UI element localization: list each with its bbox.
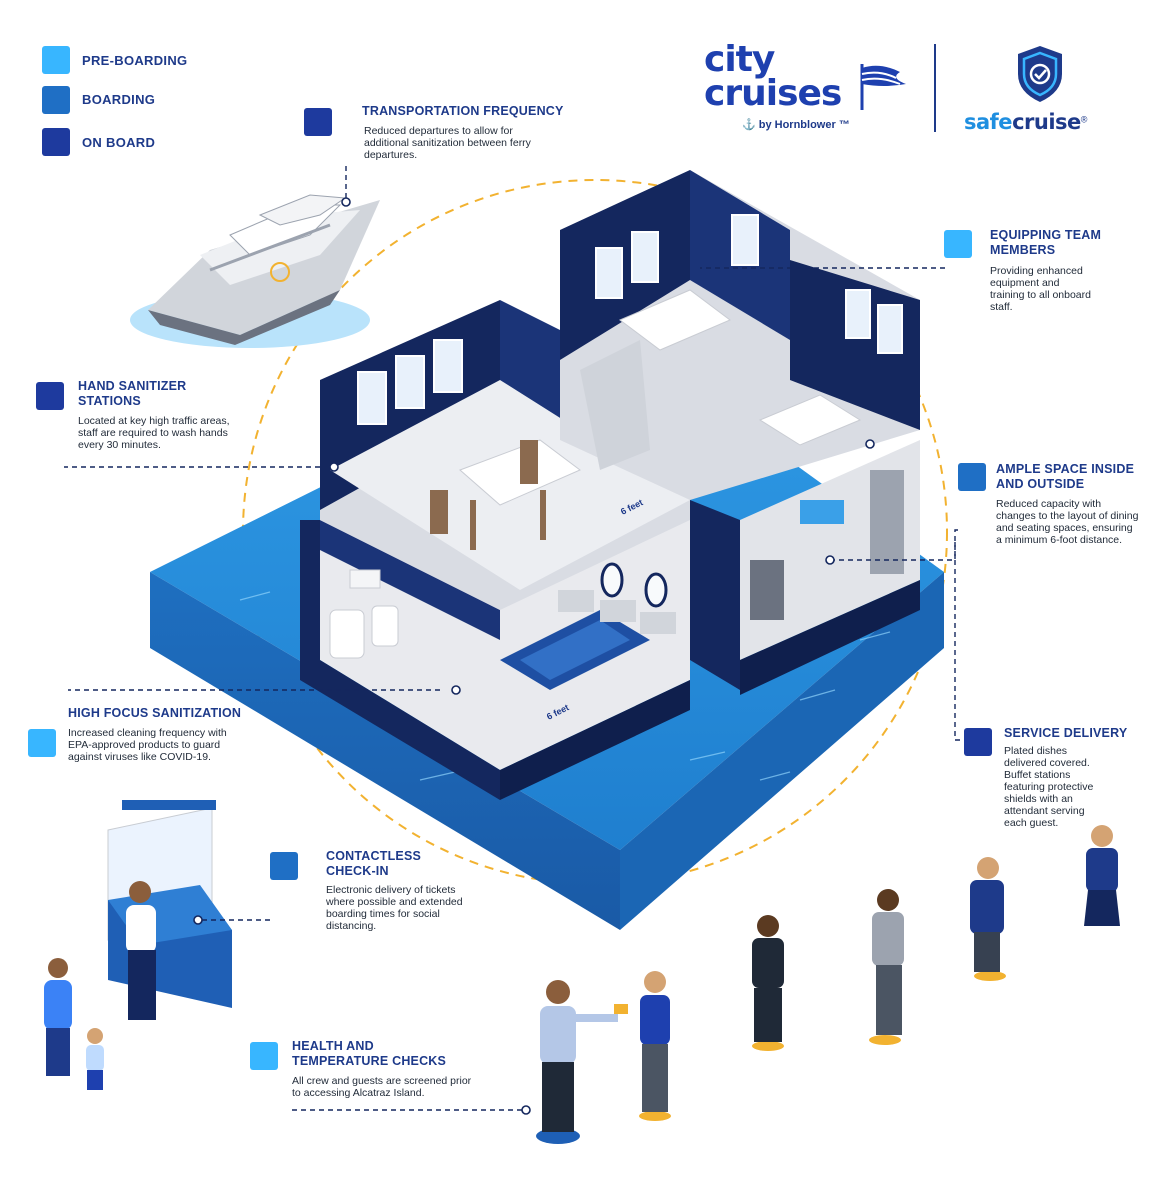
ship — [130, 194, 380, 348]
high-focus-desc: Increased cleaning frequency with EPA-ap… — [68, 727, 227, 763]
contactless-title: CONTACTLESS CHECK-IN — [326, 849, 422, 878]
transportation-title: TRANSPORTATION FREQUENCY — [362, 104, 564, 118]
person-parent — [44, 958, 72, 1076]
ample-space-title: AMPLE SPACE INSIDE AND OUTSIDE — [996, 462, 1135, 491]
logo-byline: ⚓ by Hornblower ™ — [742, 119, 850, 131]
legend-swatch-boarding — [42, 86, 70, 114]
upper-room — [560, 170, 920, 500]
hand-sanitizer-desc: Located at key high traffic areas, staff… — [78, 415, 230, 451]
equipping-title: EQUIPPING TEAM MEMBERS — [990, 228, 1102, 257]
logo-divider — [934, 44, 936, 132]
logo-safecruise-text: safecruise® — [964, 110, 1087, 134]
ample-space-desc: Reduced capacity with changes to the lay… — [996, 498, 1139, 546]
equipping-swatch — [944, 230, 972, 258]
logo-safe-word: safe — [964, 110, 1013, 134]
hand-sanitizer-title: HAND SANITIZER STATIONS — [78, 379, 187, 408]
person-screener — [536, 980, 628, 1144]
check-in-booth — [107, 800, 232, 1020]
kitchen — [690, 440, 920, 695]
health-title: HEALTH AND TEMPERATURE CHECKS — [292, 1039, 447, 1068]
legend-swatch-pre-boarding — [42, 46, 70, 74]
legend-label-pre-boarding: PRE-BOARDING — [82, 53, 188, 68]
person-guest-4 — [970, 857, 1006, 981]
logo-cruise-word: cruise — [1012, 110, 1081, 134]
legend-swatch-on-board — [42, 128, 70, 156]
registered-mark: ® — [1080, 114, 1088, 125]
health-swatch — [250, 1042, 278, 1070]
hand-sanitizer-swatch — [36, 382, 64, 410]
transportation-swatch — [304, 108, 332, 136]
logo-city-word: city — [704, 39, 775, 80]
contactless-desc: Electronic delivery of tickets where pos… — [326, 884, 463, 932]
leader-lines — [64, 166, 960, 1111]
service-delivery-desc: Plated dishes delivered covered. Buffet … — [1004, 745, 1094, 829]
flag-icon — [860, 64, 906, 110]
person-guest-5 — [1084, 825, 1120, 926]
contactless-swatch — [270, 852, 298, 880]
ample-space-swatch — [958, 463, 986, 491]
high-focus-title: HIGH FOCUS SANITIZATION — [68, 706, 242, 720]
transportation-desc: Reduced departures to allow for addition… — [364, 125, 531, 161]
legend-label-on-board: ON BOARD — [82, 135, 156, 150]
person-guest-1 — [639, 971, 671, 1121]
shield-check-icon — [1018, 46, 1062, 102]
queue-people — [44, 825, 1120, 1144]
health-desc: All crew and guests are screened prior t… — [292, 1075, 472, 1099]
person-guest-3 — [869, 889, 904, 1045]
legend-label-boarding: BOARDING — [82, 92, 156, 107]
lower-deck — [300, 520, 690, 800]
logo-cruises-word: cruises — [704, 73, 842, 114]
person-guest-2 — [752, 915, 784, 1051]
equipping-desc: Providing enhanced equipment and trainin… — [990, 265, 1091, 313]
service-delivery-title: SERVICE DELIVERY — [1004, 726, 1128, 740]
person-child — [86, 1028, 104, 1090]
service-delivery-swatch — [964, 728, 992, 756]
high-focus-swatch — [28, 729, 56, 757]
leader-dots — [193, 197, 875, 1115]
